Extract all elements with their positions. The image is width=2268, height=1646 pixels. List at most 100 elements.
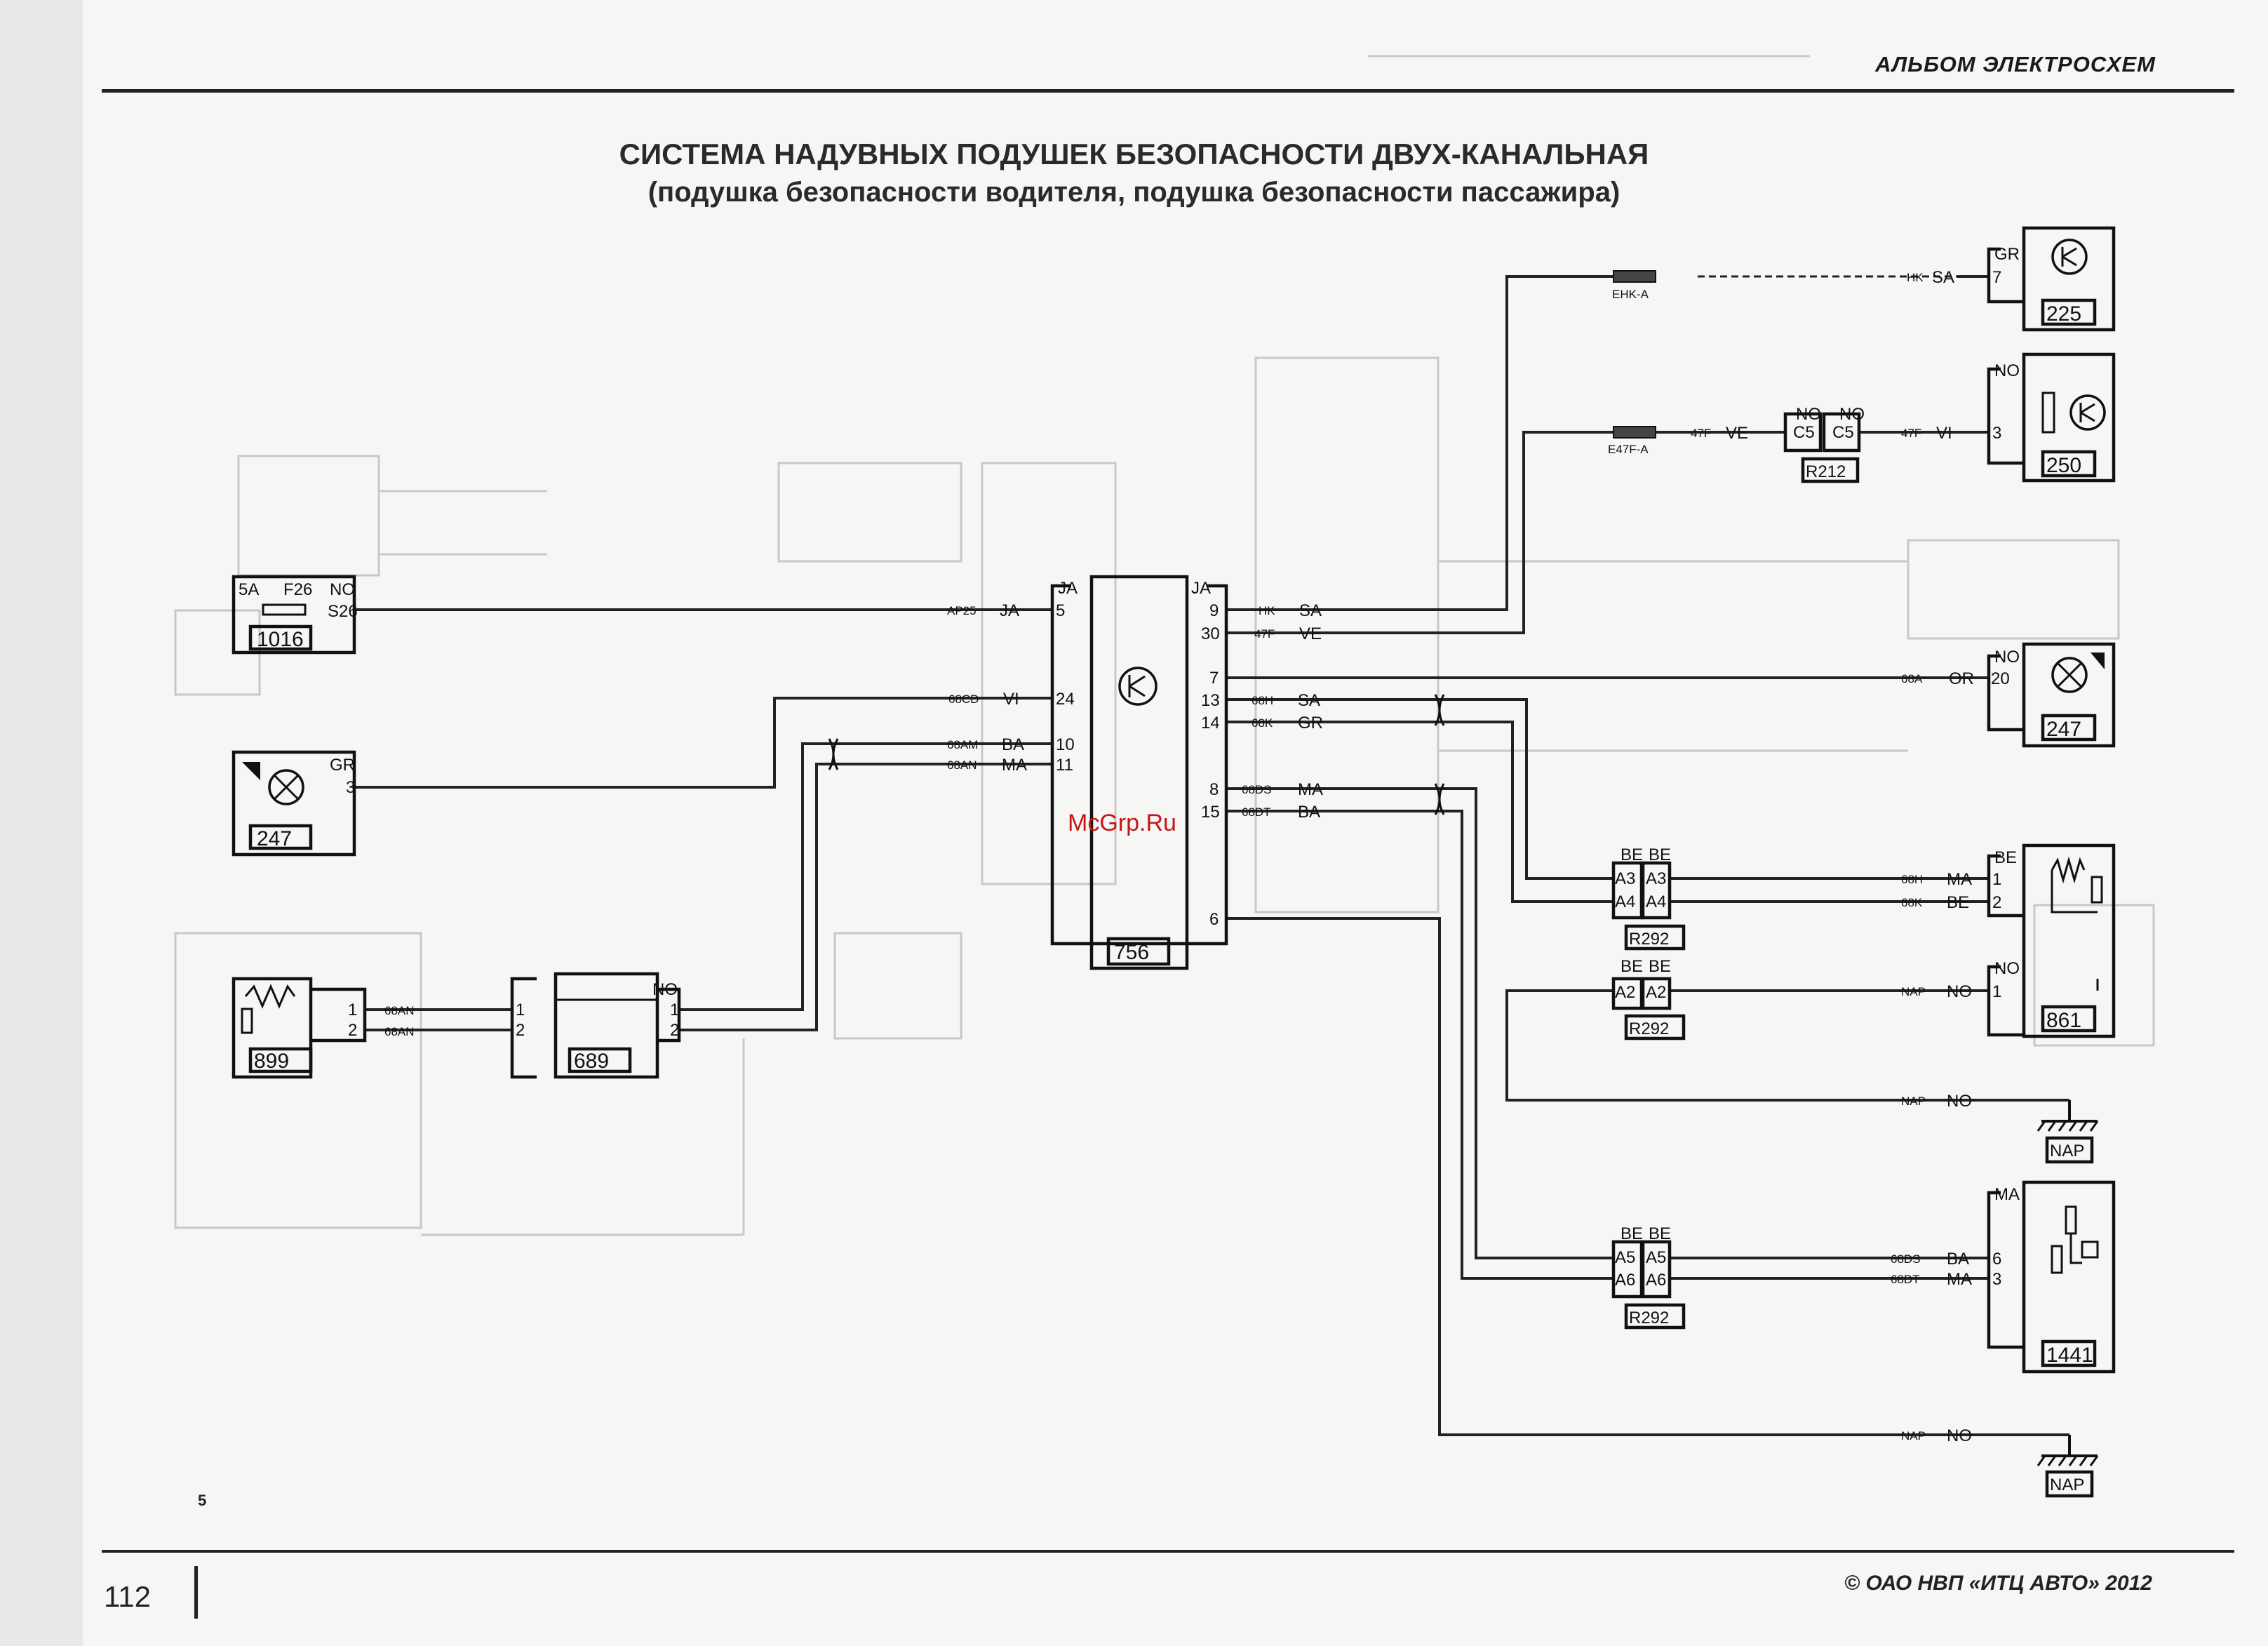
album-header: АЛЬБОМ ЭЛЕКТРОСХЕМ (1875, 52, 2156, 76)
svg-text:EHK-A: EHK-A (1612, 288, 1649, 301)
svg-text:68DT: 68DT (1242, 805, 1271, 819)
svg-text:NO: NO (1947, 1426, 1972, 1445)
svg-text:NAP: NAP (1901, 1095, 1926, 1108)
svg-text:GR: GR (1994, 245, 2020, 264)
svg-text:E47F-A: E47F-A (1608, 443, 1649, 456)
svg-text:BE: BE (1994, 848, 2017, 867)
svg-text:NO: NO (1947, 1092, 1972, 1111)
svg-text:R292: R292 (1629, 1309, 1669, 1327)
svg-text:NAP: NAP (2050, 1476, 2084, 1494)
component-r292-c[interactable]: A5 A6 A5 A6 BE BE R292 (1611, 1224, 1686, 1330)
svg-text:68H: 68H (1901, 873, 1923, 886)
svg-text:225: 225 (2046, 302, 2081, 326)
component-250[interactable]: 250 NO 3 (1987, 352, 2116, 483)
svg-text:5A: 5A (239, 580, 259, 599)
svg-text:JA: JA (1191, 579, 1211, 598)
svg-text:NO: NO (1994, 361, 2020, 380)
svg-text:NO: NO (330, 580, 355, 599)
svg-text:BA: BA (1947, 1250, 1969, 1269)
svg-text:756: 756 (1114, 941, 1149, 964)
component-247-left[interactable]: 247 GR 3 (232, 750, 356, 857)
svg-text:68DS: 68DS (1242, 783, 1272, 796)
svg-text:9: 9 (1209, 601, 1219, 620)
svg-text:C5: C5 (1832, 423, 1854, 442)
component-861[interactable]: 861 BE 1 2 NO 1 (1987, 843, 2116, 1038)
svg-text:247: 247 (2046, 718, 2081, 741)
component-r292-b[interactable]: A2 A2 BE BE R292 (1611, 957, 1686, 1041)
svg-text:2: 2 (516, 1021, 525, 1040)
wire-code-68a: 68A (1901, 672, 1923, 685)
svg-text:2: 2 (1992, 893, 2001, 912)
splice-ehk-a: EHK-A (1612, 270, 1656, 301)
page-number: 112 (104, 1580, 151, 1613)
svg-text:A2: A2 (1646, 983, 1666, 1002)
wire-color-vi: VI (1003, 690, 1019, 709)
diagram-title: СИСТЕМА НАДУВНЫХ ПОДУШЕК БЕЗОПАСНОСТИ ДВ… (619, 138, 1649, 170)
svg-text:BE: BE (1649, 1224, 1671, 1243)
component-1441[interactable]: 1441 MA 6 3 (1987, 1180, 2116, 1374)
component-r292-a[interactable]: A3 A4 A3 A4 BE BE R292 (1611, 845, 1686, 951)
wire-hk-sa (1226, 275, 1613, 611)
svg-text:A5: A5 (1615, 1248, 1635, 1267)
svg-text:250: 250 (2046, 454, 2081, 477)
svg-text:BE: BE (1649, 957, 1671, 976)
component-689[interactable]: 689 1 2 1 2 NO (510, 972, 681, 1079)
svg-text:1: 1 (1992, 870, 2001, 889)
component-225[interactable]: 225 GR 7 (1987, 226, 2116, 332)
svg-text:1: 1 (516, 1001, 525, 1019)
wire-code-47f-right: 47F (1901, 427, 1921, 440)
page-sheet (83, 0, 2268, 1646)
svg-text:NO: NO (1994, 959, 2020, 978)
pin-11: 11 (1056, 756, 1073, 775)
component-247-right[interactable]: 247 NO 20 (1987, 642, 2116, 748)
svg-text:3: 3 (346, 778, 355, 797)
svg-text:A6: A6 (1646, 1271, 1666, 1290)
svg-text:SA: SA (1299, 601, 1322, 620)
svg-text:HK: HK (1259, 604, 1275, 617)
svg-text:MA: MA (1994, 1185, 2020, 1204)
wire-color-ja: JA (1000, 601, 1019, 620)
wire-code-68an-2: 68AN (384, 1025, 415, 1038)
splice-e47f-a: E47F-A (1608, 426, 1656, 456)
svg-text:20: 20 (1991, 669, 2010, 688)
pin-10: 10 (1056, 735, 1075, 754)
wire-pin6-ground (1226, 917, 2069, 1436)
wire-68dt-ba (1226, 810, 1613, 1280)
svg-text:7: 7 (1209, 669, 1219, 688)
svg-text:1016: 1016 (257, 628, 304, 651)
svg-text:A4: A4 (1646, 892, 1666, 911)
svg-text:NO: NO (1839, 405, 1865, 424)
wire-code-68an-1: 68AN (384, 1004, 415, 1017)
component-r212[interactable]: C5 C5 NO NO R212 (1783, 405, 1865, 483)
component-1016[interactable]: 5A F26 1016 NO S26 (232, 575, 358, 655)
svg-text:247: 247 (257, 827, 292, 850)
wire-code-68cd: 68CD (948, 692, 979, 706)
wire-68ds-ma (1226, 787, 1613, 1259)
svg-text:861: 861 (2046, 1009, 2081, 1032)
wire-color-ba: BA (1002, 735, 1024, 754)
svg-text:NAP: NAP (2050, 1142, 2084, 1160)
wire-color-ma: MA (1002, 756, 1027, 775)
svg-text:30: 30 (1201, 624, 1220, 643)
component-756-airbag-ecu[interactable]: 756 JA JA (1050, 575, 1228, 970)
svg-text:47F: 47F (1254, 627, 1275, 641)
svg-text:1: 1 (670, 1001, 679, 1019)
svg-text:C5: C5 (1793, 423, 1815, 442)
svg-text:2: 2 (348, 1021, 357, 1040)
wire-code-68an: 68AN (947, 758, 977, 772)
svg-text:BE: BE (1649, 845, 1671, 864)
svg-text:NO: NO (652, 980, 678, 999)
svg-text:13: 13 (1201, 691, 1220, 710)
svg-text:BA: BA (1298, 803, 1320, 822)
svg-text:3: 3 (1992, 1270, 2001, 1289)
svg-text:6: 6 (1992, 1250, 2001, 1269)
watermark: McGrp.Ru (1068, 810, 1176, 836)
svg-text:68K: 68K (1252, 716, 1273, 730)
svg-text:7: 7 (1992, 268, 2001, 287)
svg-text:68K: 68K (1901, 896, 1923, 909)
svg-text:689: 689 (574, 1050, 609, 1073)
svg-text:BE: BE (1621, 845, 1643, 864)
svg-text:NO: NO (1947, 982, 1972, 1001)
component-899[interactable]: 899 1 2 (232, 977, 367, 1079)
svg-text:2: 2 (670, 1021, 679, 1040)
